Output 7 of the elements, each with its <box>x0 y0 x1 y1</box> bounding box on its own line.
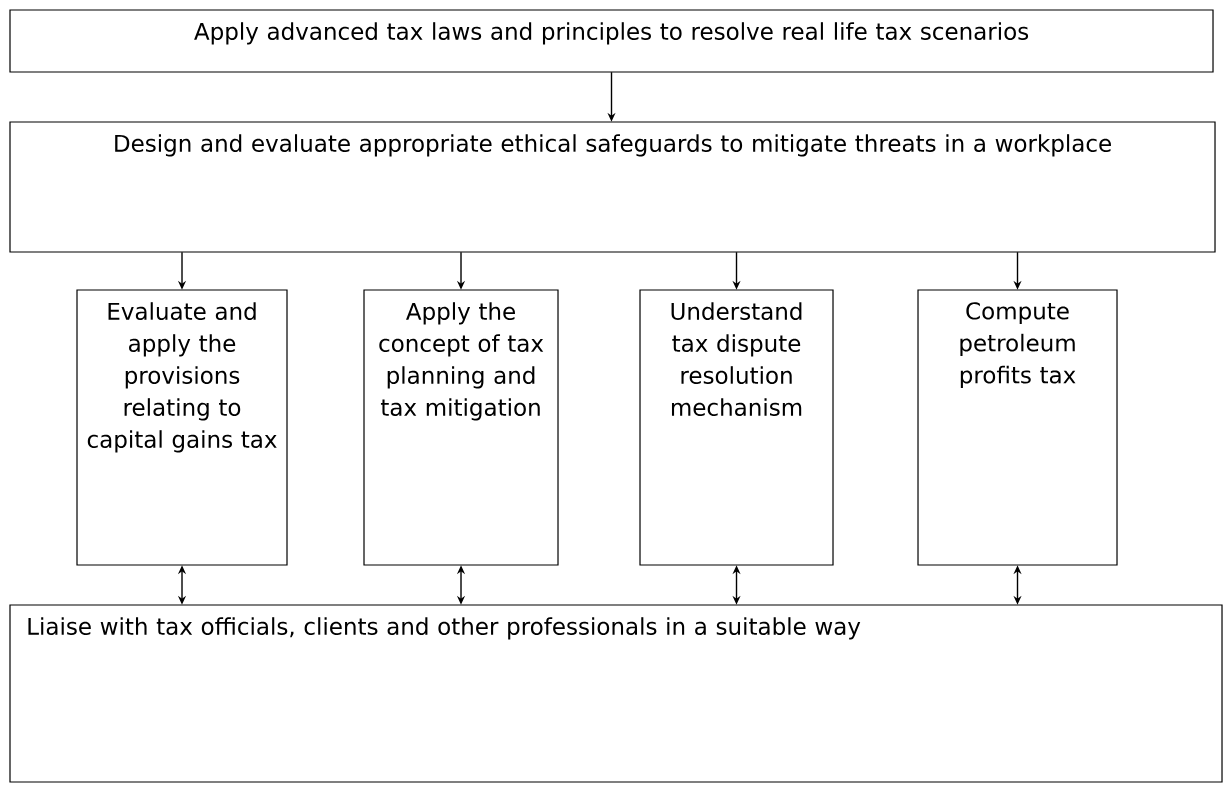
process-box: Liaise with tax officials, clients and other professionals in a suitable way <box>9 604 1223 783</box>
process-box: Evaluate and apply the provisions relating to capital gains tax <box>76 289 288 566</box>
process-box: Understand tax dispute resolution mechanism <box>639 289 834 566</box>
process-box: Apply advanced tax laws and principles to resolve real life tax scenarios <box>9 9 1214 73</box>
process-box: Design and evaluate appropriate ethical safeguards to mitigate threats in a workplace <box>9 121 1216 253</box>
process-box: Compute petroleum profits tax <box>917 289 1118 566</box>
process-box: Apply the concept of tax planning and tax mitigation <box>363 289 559 566</box>
